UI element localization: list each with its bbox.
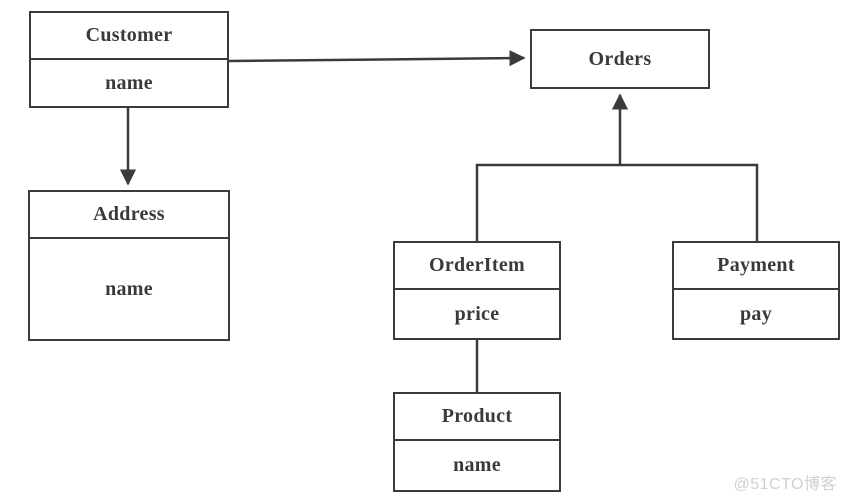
connector-orderitem-payment-elbow — [475, 163, 759, 241]
class-attribute-product-name: name — [453, 454, 501, 476]
class-box-orders: Orders — [530, 29, 710, 89]
watermark: @51CTO博客 — [733, 476, 837, 493]
class-title-product: Product — [395, 394, 559, 441]
class-title-payment: Payment — [674, 243, 838, 290]
class-attribute-payment-pay: pay — [739, 302, 773, 325]
class-box-orderitem: OrderItem price — [393, 241, 561, 340]
class-box-product: Product name — [393, 392, 561, 492]
class-title-orderitem: OrderItem — [395, 243, 559, 290]
class-title-address: Address — [30, 192, 228, 239]
class-box-payment: Payment pay — [672, 241, 840, 340]
class-attribute-orderitem-price: price — [454, 302, 500, 325]
class-box-address: Address name — [28, 190, 230, 341]
class-attribute-address-name: name — [105, 277, 153, 300]
class-attribute-customer-name: name — [105, 71, 153, 94]
class-box-customer: Customer name — [29, 11, 229, 108]
class-title-customer: Customer — [31, 13, 227, 60]
connector-customer-orders — [228, 50, 526, 67]
class-title-orders: Orders — [588, 47, 652, 70]
